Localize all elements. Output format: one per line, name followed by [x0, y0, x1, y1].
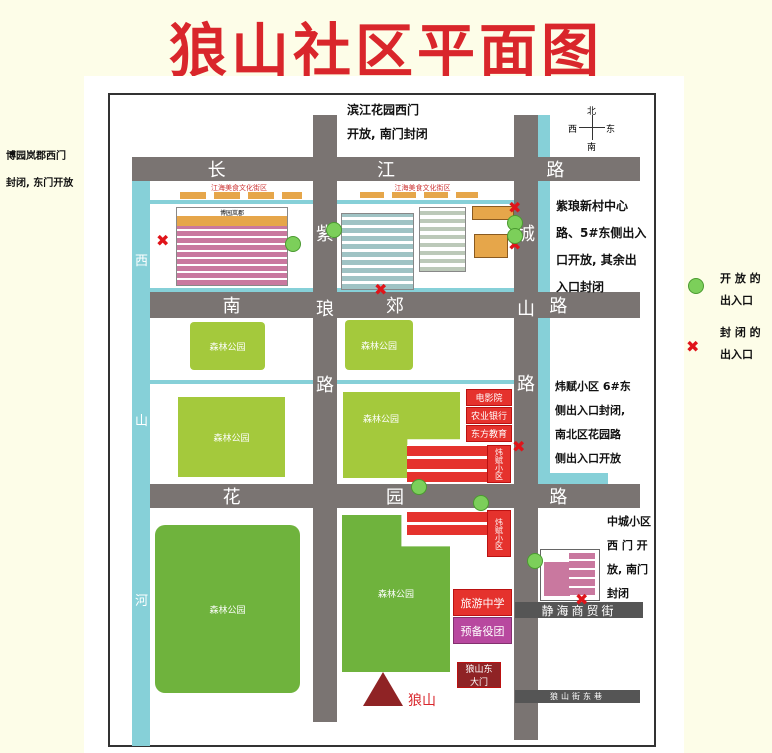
education-center: 东方教育 — [466, 425, 512, 442]
road-char: 琅 — [316, 299, 334, 321]
zhongcheng-complex — [540, 549, 600, 601]
road-jinghai: 静海商贸街 — [515, 602, 643, 618]
mountain-icon — [363, 672, 403, 706]
forest-park: 森林公园 — [178, 397, 285, 477]
food-street-label: 江海美食文化街区 — [394, 184, 451, 192]
note-zilang: 紫琅新村中心路、5#东侧出入口开放, 其余出入口封闭 — [556, 193, 646, 301]
note-zhongcheng: 中城小区西 门 开放, 南门封闭 — [607, 510, 651, 606]
bank: 农业银行 — [466, 407, 512, 424]
legend-open-label: 开 放 的 出入口 — [720, 272, 761, 307]
note-boyuan: 博园岚郡西门封闭, 东门开放 — [6, 143, 73, 197]
note-line: 路、5#东侧出入 — [556, 226, 647, 240]
weifu-buildings-south — [407, 510, 487, 535]
road-char: 山 — [135, 414, 149, 429]
road-char: 郊 — [385, 296, 404, 317]
open-entrance-icon — [411, 479, 427, 495]
zilang-xincun — [419, 207, 466, 272]
road-char: 河 — [135, 594, 149, 609]
road-huayuan: 花园路 — [150, 484, 640, 508]
closed-entrance-icon: ✖ — [512, 437, 526, 456]
road-char: 路 — [549, 296, 568, 317]
boyuan-label: 博园岚郡 — [177, 208, 287, 217]
weifu-buildings-north — [407, 445, 487, 482]
road-char: 江 — [376, 160, 395, 181]
road-char: 路 — [517, 373, 535, 395]
building — [544, 562, 570, 596]
cinema: 电影院 — [466, 389, 512, 406]
river-xishan: 西 山 河 — [132, 180, 150, 746]
note-line: 紫琅新村中心 — [556, 199, 629, 213]
note-line: 博园岚郡西门 — [6, 151, 66, 162]
boyuan-row — [177, 216, 287, 226]
river-strip — [337, 200, 514, 204]
road-char: 园 — [385, 487, 404, 508]
reserve-regiment: 预备役团 — [453, 617, 512, 644]
road-char: 花 — [222, 487, 241, 508]
closed-entrance-icon: ✖ — [575, 590, 589, 609]
compass-north: 北 — [587, 107, 597, 117]
note-weifu: 炜赋小区 6#东侧出入口封闭, 南北区花园路侧出入口开放 — [555, 375, 631, 471]
building — [474, 234, 508, 258]
forest-park: 森林公园 — [190, 322, 265, 370]
food-street-label: 江海美食文化街区 — [211, 184, 267, 192]
note-line: 封闭, 东门开放 — [6, 178, 74, 189]
compass-south: 南 — [587, 143, 597, 153]
note-line: 滨江花园西门 — [347, 103, 420, 117]
tourism-school: 旅游中学 — [453, 589, 512, 616]
road-char: 西 — [135, 254, 149, 269]
note-line: 开放, 南门封闭 — [347, 127, 428, 141]
compass-east: 东 — [606, 125, 616, 135]
open-entrance-icon — [527, 553, 543, 569]
closed-entrance-icon: ✖ — [374, 280, 388, 299]
binjiang-complex — [341, 213, 414, 290]
note-line: 西 门 开 — [607, 539, 648, 552]
boyuan-complex: 博园岚郡 — [176, 207, 288, 286]
road-char: 路 — [546, 160, 565, 181]
map-title: 狼山社区平面图 — [168, 17, 603, 85]
legend-closed-icon: ✖ — [686, 337, 700, 356]
weifu-north-label: 炜赋小区 — [487, 445, 511, 483]
note-line: 南北区花园路 — [555, 428, 621, 441]
road-char: 路 — [316, 375, 334, 397]
langshan-east-gate: 狼山东大门 — [457, 662, 501, 688]
closed-entrance-icon: ✖ — [508, 198, 522, 217]
river-strip — [150, 200, 313, 204]
road-zilang: 紫琅路 — [313, 115, 337, 722]
compass-arrow-icon — [592, 115, 593, 140]
note-line: 炜赋小区 6#东 — [555, 380, 631, 393]
road-char: 长 — [207, 160, 226, 181]
compass: 北 南 西 东 — [568, 104, 616, 153]
river-east-bend — [538, 473, 608, 485]
road-nanjiao: 南郊路 — [150, 292, 640, 318]
building — [569, 553, 595, 595]
road-changjiang: 长江路 — [132, 157, 640, 181]
open-entrance-icon — [326, 222, 342, 238]
note-line: 封闭 — [607, 587, 629, 600]
road-char: 南 — [222, 296, 241, 317]
mountain-label: 狼山 — [408, 693, 436, 709]
closed-entrance-icon: ✖ — [156, 231, 170, 250]
forest-park: 森林公园 — [345, 320, 413, 370]
forest-park: 森林公园 — [155, 525, 300, 693]
compass-west: 西 — [568, 125, 578, 135]
note-line: 入口封闭 — [556, 280, 605, 294]
food-street-shops — [180, 192, 302, 199]
note-line: 放, 南门 — [607, 563, 649, 576]
building — [472, 206, 514, 220]
note-binjiang: 滨江花园西门开放, 南门封闭 — [347, 98, 428, 146]
open-entrance-icon — [507, 228, 523, 244]
note-line: 侧出入口开放 — [555, 452, 621, 465]
note-line: 侧出入口封闭, — [555, 404, 626, 417]
open-entrance-icon — [473, 495, 489, 511]
food-street-shops — [360, 192, 478, 198]
road-langshan-lane: 狼山街东巷 — [515, 690, 640, 703]
note-line: 中城小区 — [607, 515, 651, 528]
open-entrance-icon — [285, 236, 301, 252]
road-char: 山 — [517, 298, 535, 320]
note-line: 口开放, 其余出 — [556, 253, 637, 267]
road-char: 路 — [549, 487, 568, 508]
legend-closed-label: 封 闭 的 出入口 — [720, 326, 761, 361]
weifu-south-label: 炜赋小区 — [487, 510, 511, 557]
legend-open-icon — [688, 278, 704, 294]
